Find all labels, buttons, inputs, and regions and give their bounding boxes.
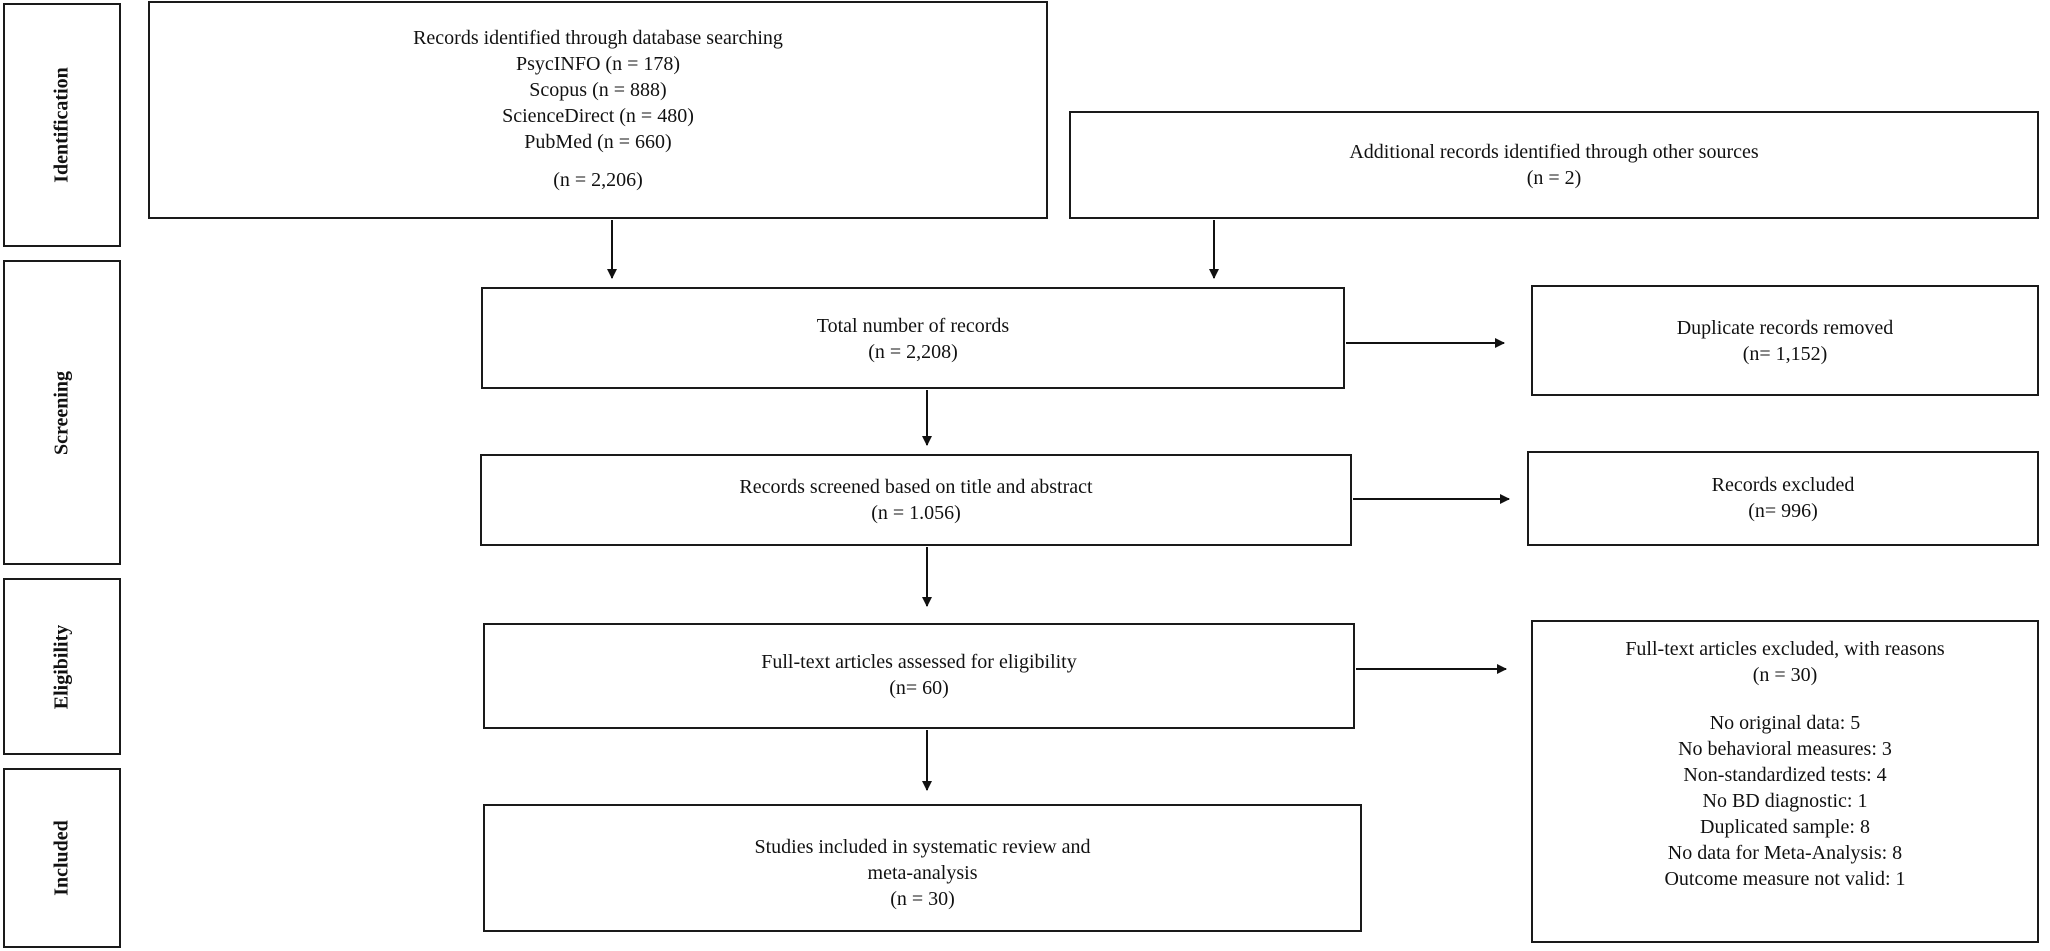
screened-title: Records screened based on title and abst… <box>739 476 1093 498</box>
db-source-item: PsycINFO (n = 178) <box>515 53 681 75</box>
other-sources-title: Additional records identified through ot… <box>1349 141 1759 163</box>
included-studies-box: Studies included in systematic review an… <box>483 804 1362 932</box>
other-sources-count: (n = 2) <box>1526 167 1582 189</box>
duplicates-box: Duplicate records removed (n= 1,152) <box>1531 285 2039 396</box>
db-search-box: Records identified through database sear… <box>148 1 1048 219</box>
fulltext-excluded-title: Full-text articles excluded, with reason… <box>1625 638 1945 660</box>
excluded-count: (n= 996) <box>1748 500 1818 522</box>
fulltext-title: Full-text articles assessed for eligibil… <box>761 651 1077 673</box>
db-source-item: ScienceDirect (n = 480) <box>502 105 694 127</box>
total-records-title: Total number of records <box>816 315 1010 337</box>
db-search-total: (n = 2,206) <box>553 169 643 191</box>
included-studies-count: (n = 30) <box>890 888 955 910</box>
excluded-title: Records excluded <box>1711 474 1855 496</box>
stage-eligibility: Eligibility <box>3 578 121 755</box>
stage-identification: Identification <box>3 3 121 247</box>
total-records-count: (n = 2,208) <box>868 341 958 363</box>
included-studies-line1: Studies included in systematic review an… <box>754 836 1091 858</box>
included-studies-line2: meta-analysis <box>867 862 978 884</box>
stage-screening: Screening <box>3 260 121 565</box>
fulltext-excluded-box: Full-text articles excluded, with reason… <box>1531 620 2039 943</box>
excluded-box: Records excluded (n= 996) <box>1527 451 2039 546</box>
fulltext-count: (n= 60) <box>889 677 949 699</box>
total-records-box: Total number of records (n = 2,208) <box>481 287 1345 389</box>
exclusion-reason: Outcome measure not valid: 1 <box>1664 868 1906 890</box>
exclusion-reason: No BD diagnostic: 1 <box>1702 790 1868 812</box>
exclusion-reason: No original data: 5 <box>1709 712 1861 734</box>
exclusion-reason: Non-standardized tests: 4 <box>1683 764 1887 786</box>
duplicates-title: Duplicate records removed <box>1676 317 1894 339</box>
fulltext-box: Full-text articles assessed for eligibil… <box>483 623 1355 729</box>
duplicates-count: (n= 1,152) <box>1742 343 1828 365</box>
exclusion-reason: Duplicated sample: 8 <box>1700 816 1870 838</box>
exclusion-reason: No data for Meta-Analysis: 8 <box>1667 842 1903 864</box>
exclusion-reason: No behavioral measures: 3 <box>1678 738 1892 760</box>
screened-box: Records screened based on title and abst… <box>480 454 1352 546</box>
db-source-item: PubMed (n = 660) <box>524 131 672 153</box>
other-sources-box: Additional records identified through ot… <box>1069 111 2039 219</box>
screened-count: (n = 1.056) <box>871 502 961 524</box>
db-source-item: Scopus (n = 888) <box>529 79 667 101</box>
db-search-title: Records identified through database sear… <box>413 27 783 49</box>
stage-included: Included <box>3 768 121 948</box>
fulltext-excluded-count: (n = 30) <box>1752 664 1818 686</box>
